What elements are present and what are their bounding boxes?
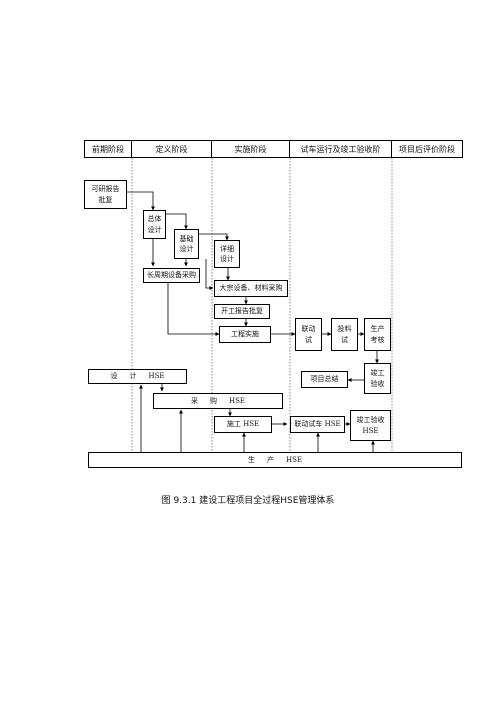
bar-production-hse: 生 产 HSE xyxy=(88,452,462,468)
box-startup-report: 开工报告批复 xyxy=(214,304,270,319)
phase-header-definition: 定义阶段 xyxy=(132,140,212,158)
arrow-basic-to-detailed xyxy=(199,233,229,241)
arrow-longlead-to-construction xyxy=(167,283,220,336)
box-construction: 工程实施 xyxy=(219,326,271,343)
design-hse-label-2: 计 xyxy=(129,372,137,381)
procurement-hse-label-1: 采 xyxy=(190,396,198,405)
figure-caption: 图 9.3.1 建设工程项目全过程HSE管理体系 xyxy=(161,496,335,506)
box-completion-hse: 竣工验收 HSE xyxy=(350,410,391,441)
production-hse-label-3: HSE xyxy=(285,455,302,464)
box-production-assessment: 生产 考核 xyxy=(364,318,391,351)
design-hse-label-1: 设 xyxy=(110,372,118,381)
production-hse-label-2: 产 xyxy=(266,455,274,464)
box-feed-trial: 投料 试 xyxy=(331,318,358,351)
box-basic-design: 基础 设计 xyxy=(174,229,199,259)
box-joint-commissioning: 联动 试 xyxy=(295,318,322,351)
box-long-lead-procurement: 长周期设备采购 xyxy=(143,268,200,283)
phase-header-pre-stage: 前期阶段 xyxy=(84,140,132,158)
box-construction-hse: 施工 HSE xyxy=(214,416,272,433)
box-overall-design: 总体 设计 xyxy=(143,210,166,239)
box-detailed-design: 详细 设计 xyxy=(214,240,240,268)
phase-header-post-evaluation: 项目后评价阶段 xyxy=(392,140,463,158)
arrow-basic-to-bulk xyxy=(205,259,214,290)
procurement-hse-label-3: HSE xyxy=(228,396,245,405)
box-project-summary: 项目总结 xyxy=(301,371,348,388)
arrow-feasibility-to-overall xyxy=(127,191,155,211)
box-bulk-procurement: 大宗设备、材料采购 xyxy=(214,280,288,297)
design-hse-label-3: HSE xyxy=(148,372,165,381)
procurement-hse-label-2: 购 xyxy=(209,396,217,405)
bar-design-hse: 设 计 HSE xyxy=(88,369,187,384)
box-commissioning-hse: 联动试车 HSE xyxy=(290,416,345,433)
phase-header-implementation: 实施阶段 xyxy=(212,140,290,158)
phase-header-commissioning: 试车运行及竣工验收阶 xyxy=(290,140,392,158)
bar-procurement-hse: 采 购 HSE xyxy=(153,393,283,409)
production-hse-label-1: 生 xyxy=(247,455,255,464)
box-completion-acceptance: 竣工 验收 xyxy=(364,363,391,394)
arrow-overall-to-basic xyxy=(161,213,188,230)
box-feasibility-approval: 可研报告 批复 xyxy=(84,180,127,209)
